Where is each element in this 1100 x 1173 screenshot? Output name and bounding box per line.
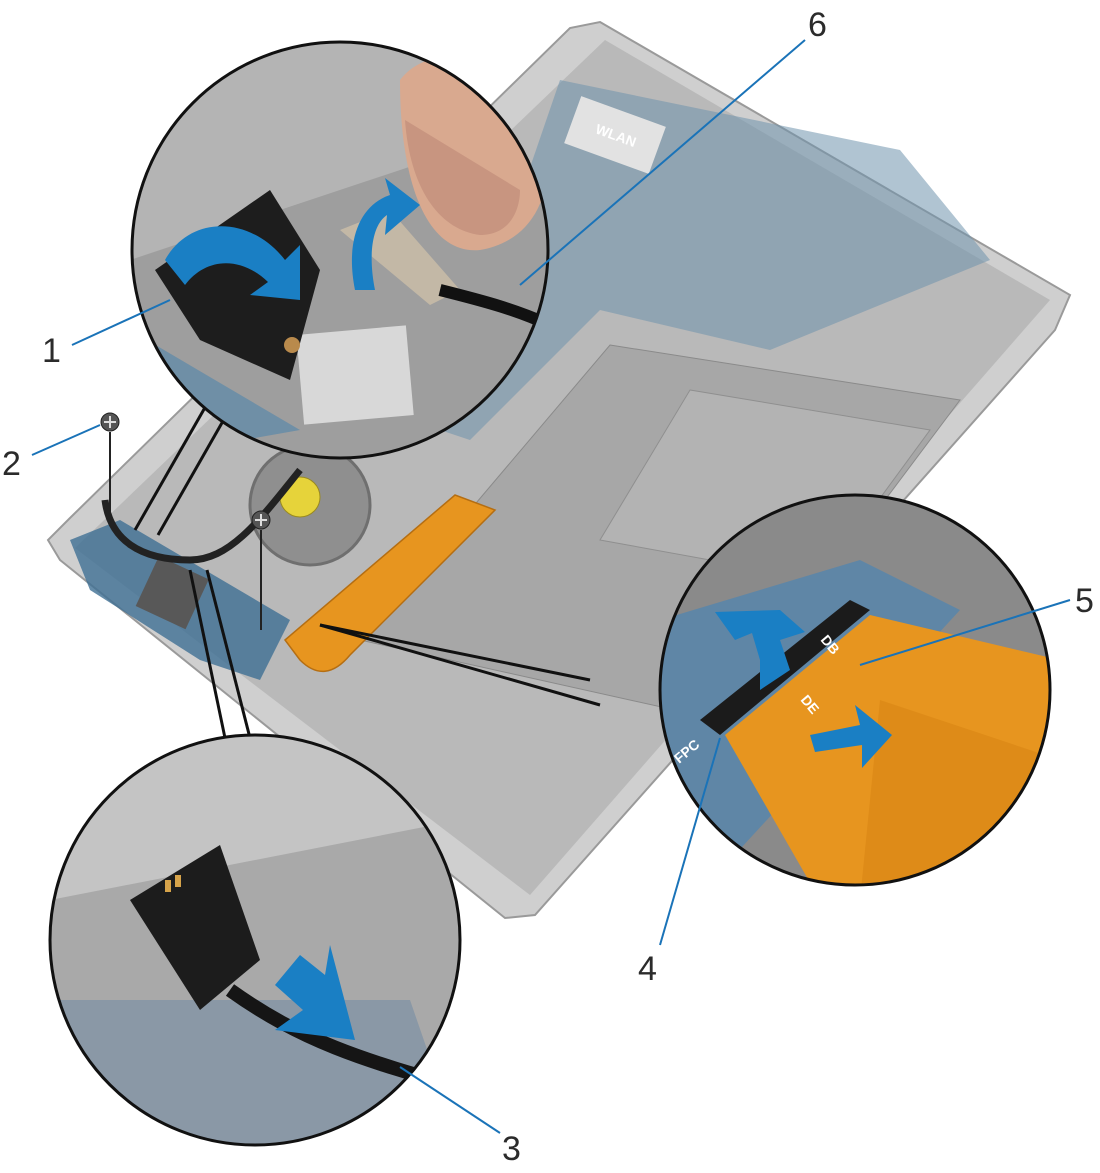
screw-icon (251, 510, 271, 630)
callout-1: 1 (42, 332, 61, 370)
callout-6: 6 (808, 6, 827, 44)
zoom-connector (319, 623, 601, 707)
callout-5: 5 (1075, 582, 1094, 620)
leader-line-3 (399, 1066, 501, 1134)
zoom-connector (188, 569, 227, 739)
leader-line-4 (659, 737, 721, 946)
callout-3: 3 (502, 1130, 521, 1168)
zoom-connector (133, 389, 217, 531)
zoom-circle-io-cable (48, 733, 462, 1147)
leader-line-6 (519, 39, 806, 286)
callout-2: 2 (2, 445, 21, 483)
zoom-connector (205, 569, 252, 739)
arrow-right-icon (275, 945, 355, 1040)
arrow-up-icon (715, 610, 805, 690)
screw-icon (100, 412, 120, 515)
leader-line-5 (859, 599, 1071, 666)
leader-line-2 (31, 424, 101, 456)
zoom-circle-flex-connector: DE DB OB FPC (658, 493, 1052, 887)
zoom-connector (319, 623, 591, 682)
callout-4: 4 (638, 950, 657, 988)
arrow-right-icon (165, 226, 300, 300)
system-board: WLAN (440, 80, 990, 440)
zoom-circle-cable-tape (130, 40, 550, 460)
io-cable (101, 467, 303, 564)
arrow-curved-icon (351, 178, 420, 290)
leader-line-1 (71, 299, 171, 346)
wlan-card (564, 96, 666, 174)
arrow-down-icon (810, 705, 892, 768)
